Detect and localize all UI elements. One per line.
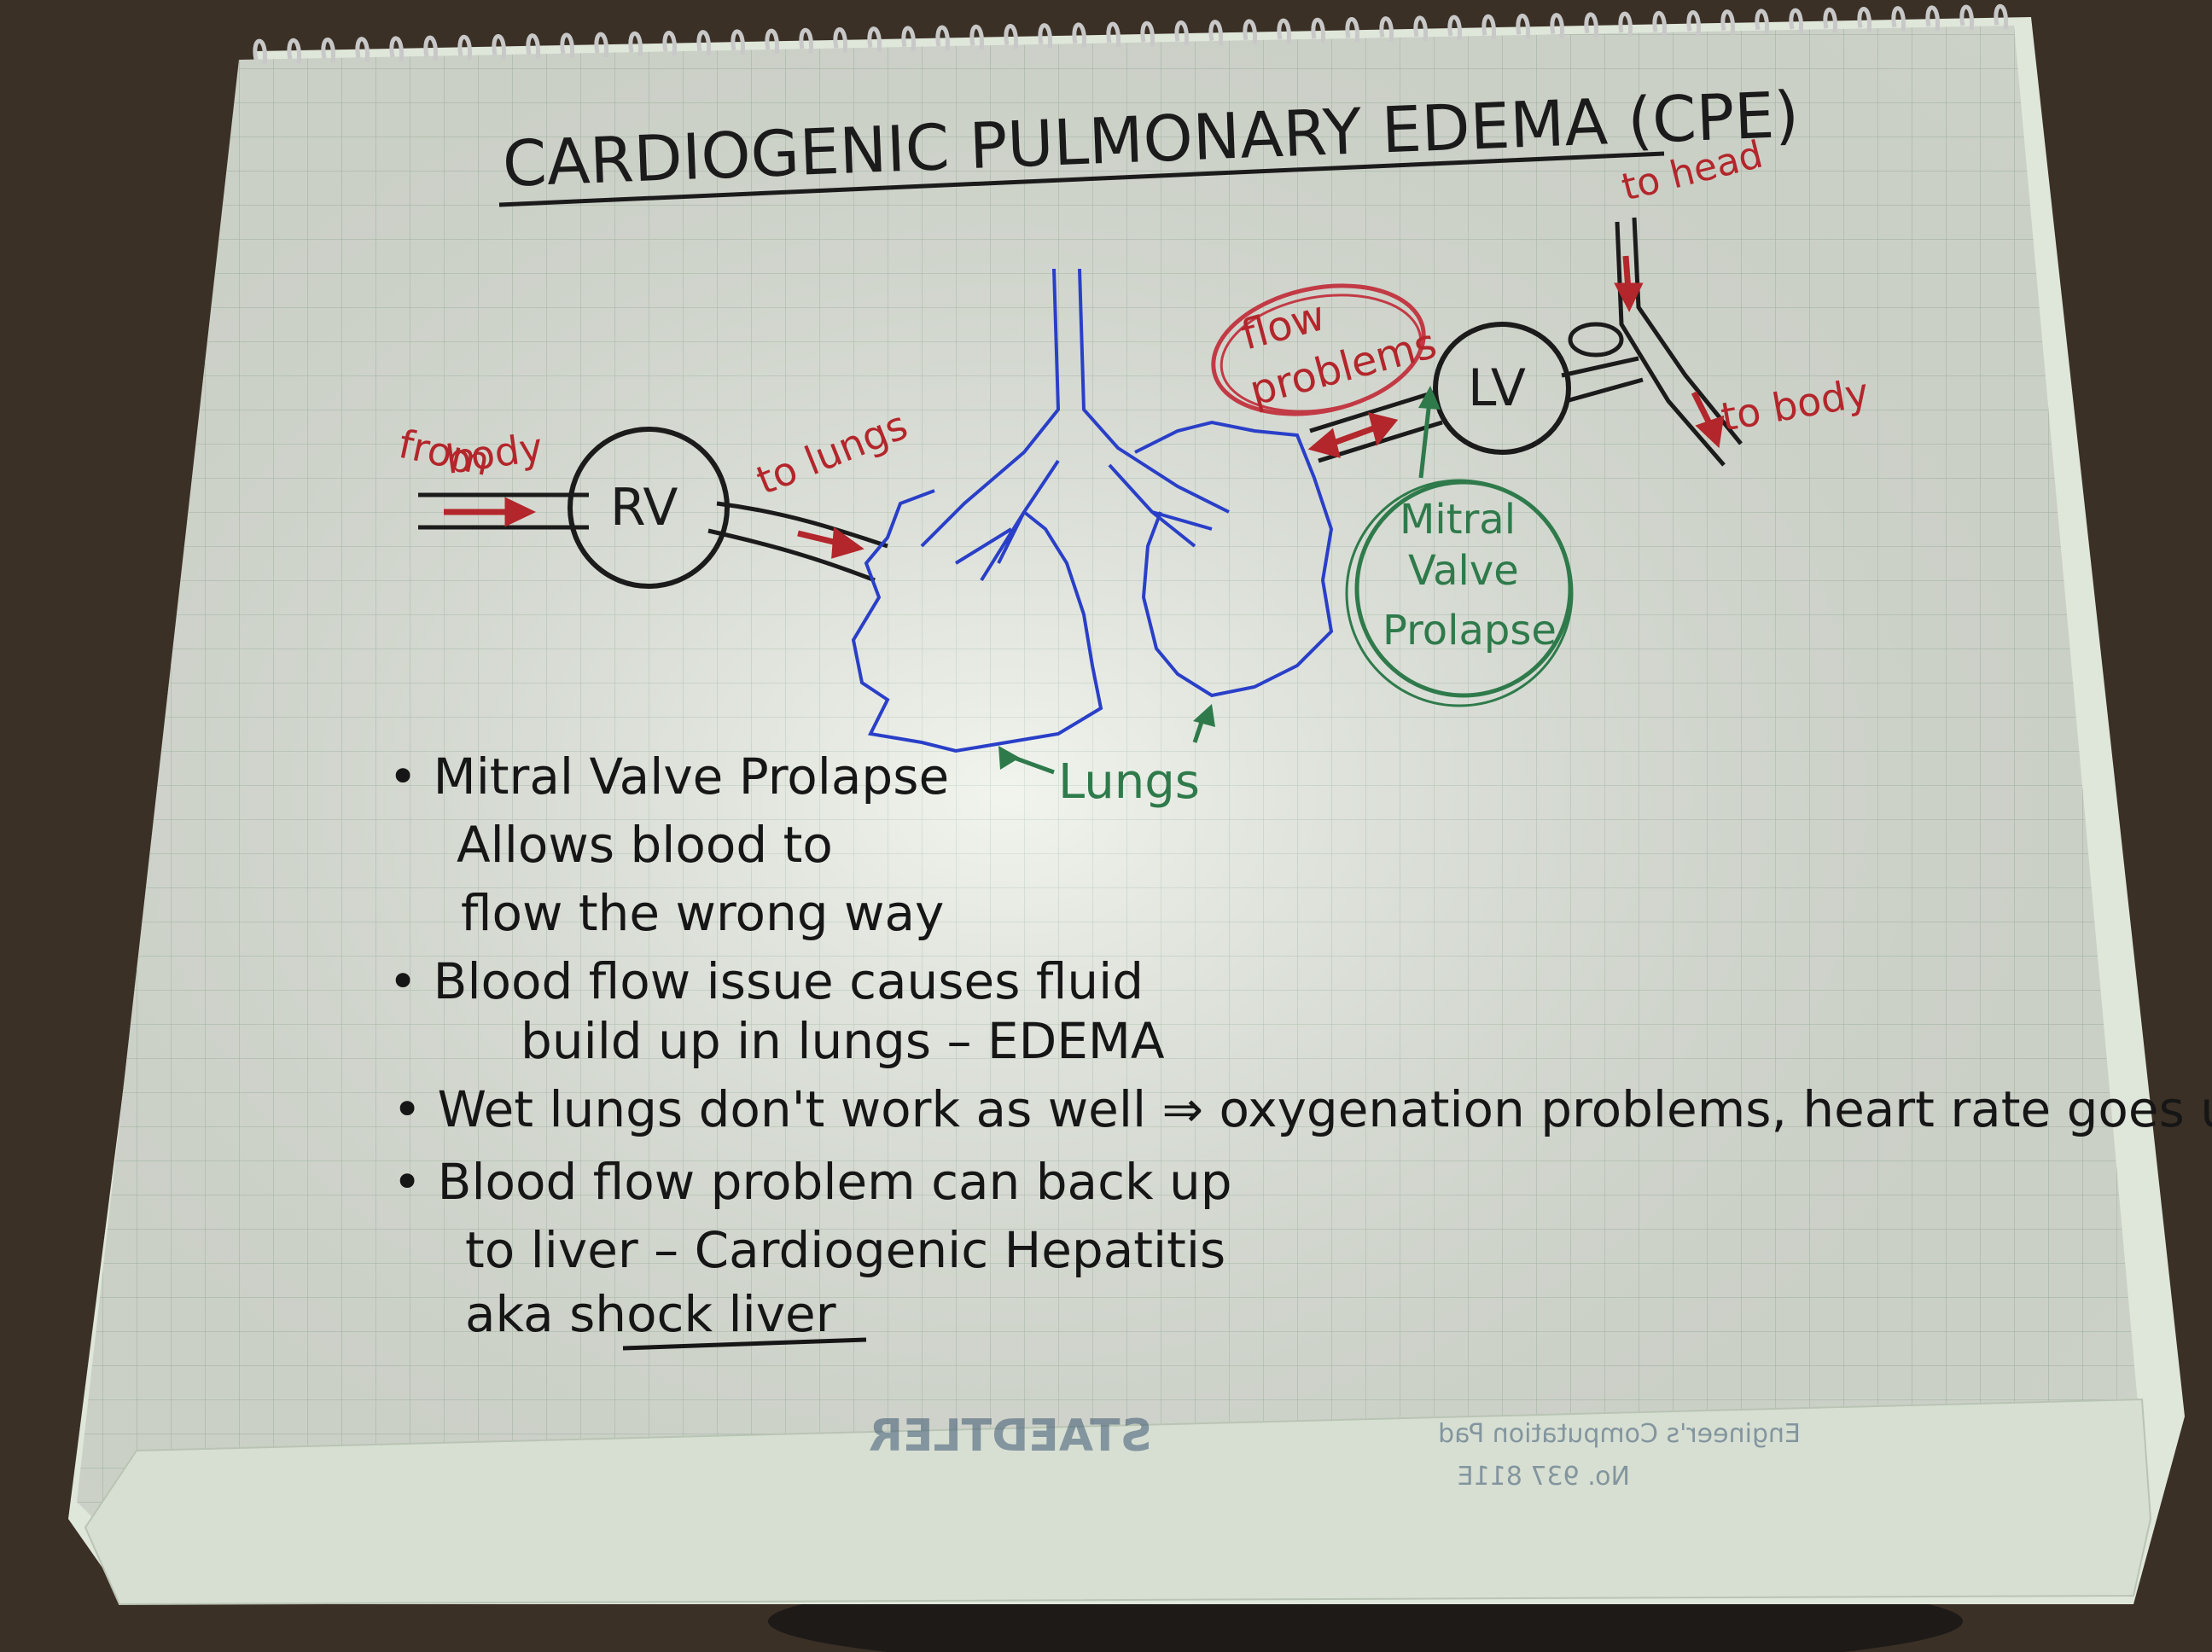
spiral-coil	[389, 36, 405, 62]
spiral-coil	[560, 32, 575, 59]
spiral-coil	[1277, 18, 1292, 44]
spiral-coil	[1789, 8, 1804, 34]
spiral-coil	[1959, 4, 1975, 31]
spiral-coil	[1379, 16, 1394, 42]
spiral-coil	[1550, 13, 1565, 38]
lungs-label: Lungs	[1058, 754, 1200, 810]
spiral-coil	[1311, 17, 1326, 44]
spiral-coil	[1994, 3, 2009, 30]
spiral-coil	[1618, 11, 1633, 38]
spiral-coil	[1857, 7, 1872, 32]
spiral-coil	[457, 34, 473, 61]
note-line-5: build up in lungs – EDEMA	[521, 1012, 1165, 1070]
pad-model: No. 937 811E	[1458, 1462, 1630, 1492]
mitral-line2: Valve	[1408, 547, 1519, 595]
note-line-1: • Mitral Valve Prolapse	[388, 747, 949, 806]
spiral-coil	[1447, 15, 1463, 41]
spiral-coil	[1208, 20, 1224, 45]
spiral-coil	[1345, 17, 1360, 43]
spiral-coil	[799, 27, 814, 54]
notes-list: • Mitral Valve Prolapse Allows blood to …	[388, 747, 2212, 1351]
paper-sheet	[68, 17, 2185, 1606]
spiral-coil	[1481, 14, 1497, 40]
note-line-4: • Blood flow issue causes fluid	[388, 952, 1144, 1010]
spiral-coil	[1823, 7, 1838, 33]
spiral-coil	[1584, 12, 1599, 38]
spiral-coil	[1038, 23, 1053, 49]
rv-label: RV	[610, 478, 678, 538]
note-line-6: • Wet lungs don't work as well ⇒ oxygena…	[393, 1080, 2212, 1138]
lv-label: LV	[1468, 358, 1526, 418]
rv-circle	[568, 427, 730, 589]
spiral-coil	[935, 25, 951, 51]
spiral-coil	[423, 35, 439, 61]
spiral-coil	[355, 37, 370, 62]
spiral-coil	[1106, 21, 1121, 48]
note-line-9: aka shock liver	[465, 1285, 836, 1343]
title-underline	[498, 151, 1665, 207]
spiral-coil	[1652, 10, 1668, 37]
spiral-coil	[1755, 9, 1770, 35]
note-line-8: to liver – Cardiogenic Hepatitis	[465, 1221, 1225, 1279]
lv-circle	[1433, 322, 1571, 455]
spiral-coil	[901, 26, 917, 52]
spiral-coil	[1516, 14, 1531, 39]
flow-arrows	[444, 255, 1725, 559]
mitral-valve-callout: Mitral Valve Prolapse	[1345, 386, 1574, 707]
spiral-coil	[1072, 22, 1087, 49]
mitral-line1: Mitral	[1400, 496, 1516, 544]
note-line-3: flow the wrong way	[461, 884, 944, 942]
spiral-coil	[1925, 5, 1941, 32]
spiral-coil	[969, 24, 985, 50]
spiral-coil	[867, 26, 882, 52]
pad-product: Engineer's Computation Pad	[1438, 1419, 1801, 1449]
spiral-coil	[662, 31, 678, 56]
spiral-coil	[1720, 9, 1736, 35]
shock-liver-underline	[622, 1337, 867, 1351]
spiral-binding	[253, 3, 2009, 65]
spiral-coil	[321, 38, 336, 63]
spiral-coil	[1140, 20, 1155, 47]
spiral-coil	[1004, 24, 1019, 49]
lungs-label-group: Lungs	[998, 704, 1215, 810]
spiral-coil	[1243, 19, 1258, 45]
spiral-coil	[492, 34, 507, 60]
spiral-coil	[765, 28, 780, 55]
note-line-7: • Blood flow problem can back up	[393, 1153, 1232, 1211]
heart-chambers	[568, 322, 1571, 589]
pad-stamp: STAEDTLER Engineer's Computation Pad No.…	[869, 1411, 1801, 1492]
spiral-coil	[1686, 10, 1702, 36]
mitral-line3: Prolapse	[1382, 607, 1557, 654]
spiral-coil	[731, 29, 746, 55]
spiral-coil	[594, 32, 609, 58]
spiral-coil	[526, 33, 541, 59]
spiral-coil	[1891, 6, 1906, 32]
pad-brand: STAEDTLER	[869, 1411, 1152, 1462]
spiral-coil	[628, 31, 643, 57]
spiral-coil	[287, 38, 302, 64]
spiral-coil	[833, 27, 848, 53]
lungs-drawing	[851, 268, 1334, 753]
vessels	[418, 217, 1743, 583]
spiral-coil	[1174, 20, 1190, 46]
spiral-coil	[253, 38, 268, 65]
note-line-2: Allows blood to	[457, 816, 833, 874]
spiral-coil	[1413, 15, 1429, 42]
spiral-coil	[696, 30, 712, 55]
